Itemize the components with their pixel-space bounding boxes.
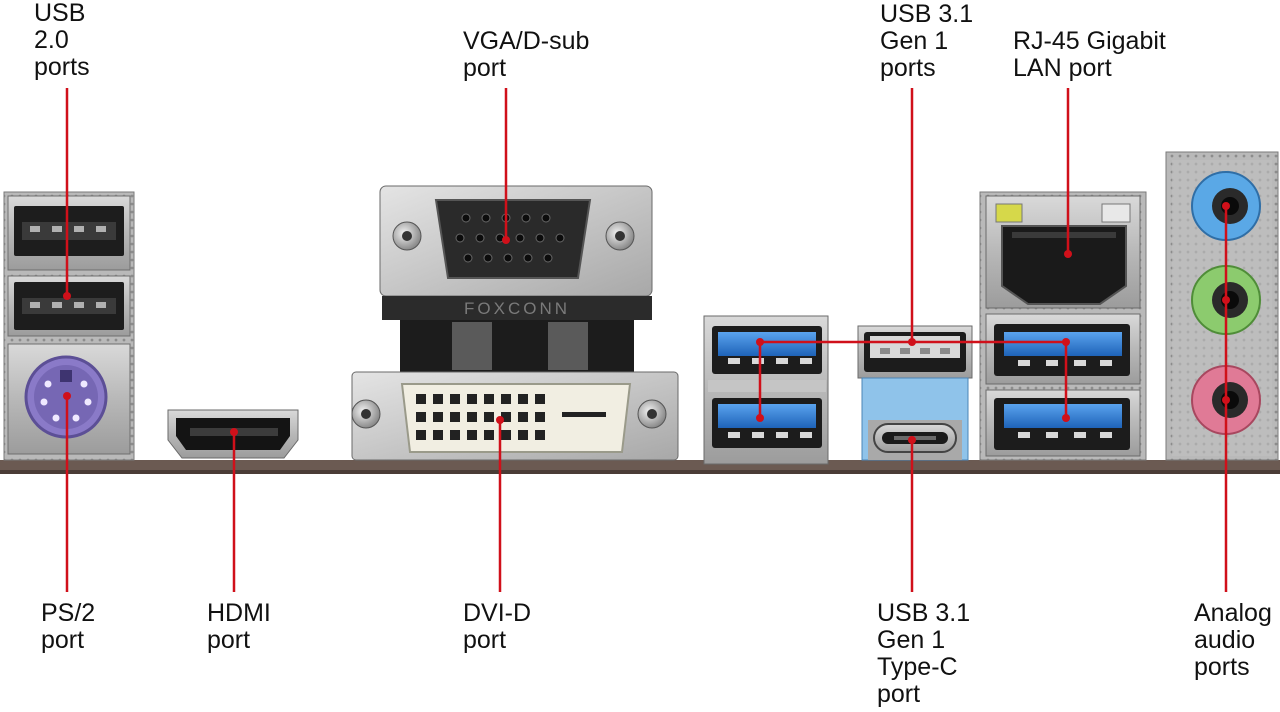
usb31-stack-left <box>703 315 829 465</box>
lan-led-amber <box>1101 203 1131 223</box>
vga-dvi-stack: FOXCONN <box>351 185 679 461</box>
usb20-ps2-housing <box>3 191 135 461</box>
usb31-port-3 <box>870 336 960 358</box>
usb31-port-1 <box>718 332 816 356</box>
leader-dots <box>63 202 1230 444</box>
rj45-port <box>1001 225 1127 305</box>
rj45-usb-stack <box>979 191 1147 461</box>
foxconn-branding: FOXCONN <box>464 299 570 318</box>
usb31-port-2 <box>718 404 816 428</box>
audio-jack-stack <box>1165 151 1279 461</box>
lan-led-green <box>995 203 1023 223</box>
